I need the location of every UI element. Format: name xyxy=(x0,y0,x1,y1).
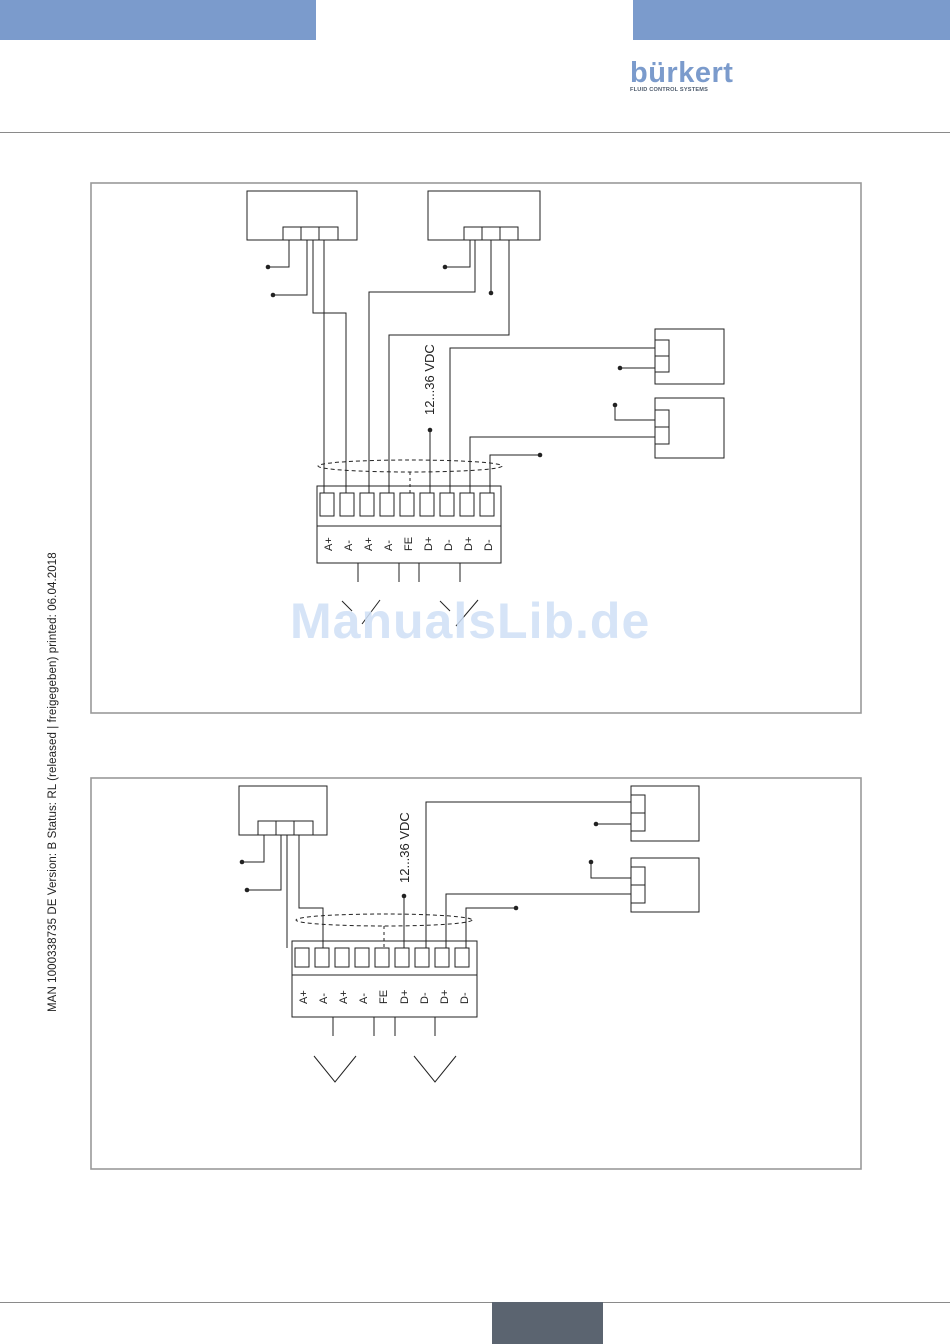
terminal-label: A+ xyxy=(298,990,310,1004)
terminal-label: D+ xyxy=(463,537,475,551)
terminal-label: D+ xyxy=(399,990,411,1004)
terminal-labels-1: A+ A- A+ A- FE D+ D- D+ D- xyxy=(323,537,495,551)
terminal-screws-2 xyxy=(295,948,469,967)
device-1-box xyxy=(247,191,357,240)
terminal-label: A+ xyxy=(363,537,375,551)
supply-voltage-label-2: 12...36 VDC xyxy=(397,812,412,883)
terminal-label: A+ xyxy=(323,537,335,551)
terminal-label: D- xyxy=(459,992,471,1004)
wiring-diagram-2 xyxy=(91,778,861,1169)
watermark: ManualsLib.de xyxy=(290,592,650,650)
terminal-label: A- xyxy=(383,540,395,551)
terminal-label: A- xyxy=(358,993,370,1004)
terminal-label: A- xyxy=(318,993,330,1004)
terminal-label: A- xyxy=(343,540,355,551)
device-1-connector xyxy=(258,821,313,835)
terminal-label: D- xyxy=(483,539,495,551)
device-1-box xyxy=(239,786,327,835)
terminal-label: A+ xyxy=(338,990,350,1004)
terminal-label: D+ xyxy=(439,990,451,1004)
device-2-connector xyxy=(464,227,518,240)
device-2-box xyxy=(428,191,540,240)
terminal-label: FE xyxy=(403,537,415,551)
terminal-screws-1 xyxy=(320,493,494,516)
diagram-2-frame xyxy=(91,778,861,1169)
terminal-label: FE xyxy=(378,990,390,1004)
terminal-label: D+ xyxy=(423,537,435,551)
terminal-label: D- xyxy=(419,992,431,1004)
terminal-label: D- xyxy=(443,539,455,551)
terminal-labels-2: A+ A- A+ A- FE D+ D- D+ D- xyxy=(298,990,471,1004)
device-4-box xyxy=(655,398,724,458)
device-1-connector xyxy=(283,227,338,240)
supply-voltage-label-1: 12...36 VDC xyxy=(422,344,437,415)
